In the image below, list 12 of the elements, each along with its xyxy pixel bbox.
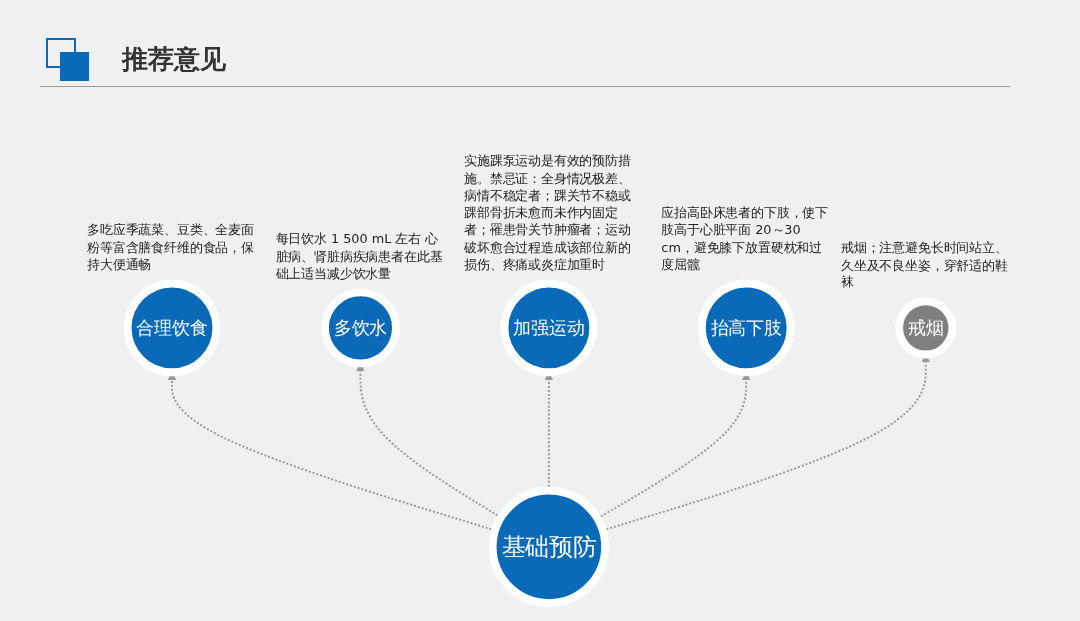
annotation-text: 多吃应季蔬菜、豆类、全麦面粉等富含膳食纤维的食品，保持大便通畅 xyxy=(87,221,255,274)
node-circle: 多饮水 xyxy=(320,288,400,368)
node-circle: 抬高下肢 xyxy=(697,279,795,377)
annotation-text: 戒烟；注意避免长时间站立、久坐及不良坐姿，穿舒适的鞋袜 xyxy=(840,239,1009,292)
node-circle: 合理饮食 xyxy=(123,279,221,377)
node-circle: 加强运动 xyxy=(500,279,598,377)
title: 推荐意见 xyxy=(122,43,226,76)
annotation-text: 应抬高卧床患者的下肢，使下肢高于心脏平面 20～30 cm，避免膝下放置硬枕和过度屈髋 xyxy=(661,204,830,274)
annotation-text: 实施踝泵运动是有效的预防措施。禁忌证：全身情况极差、病情不稳定者；踝关节不稳或踝部骨折未愈而未作内固定者；罹患骨关节肿瘤者；运动破坏愈合过程造成该部位新的损伤、疼痛或炎症加重时 xyxy=(464,152,632,274)
node-circle: 戒烟 xyxy=(895,297,957,359)
annotation-text: 每日饮水 1 500 mL 左右 心脏病、肾脏病疾病患者在此基础上适当减少饮水量 xyxy=(275,230,444,283)
node-circle: 基础预防 xyxy=(488,486,610,608)
